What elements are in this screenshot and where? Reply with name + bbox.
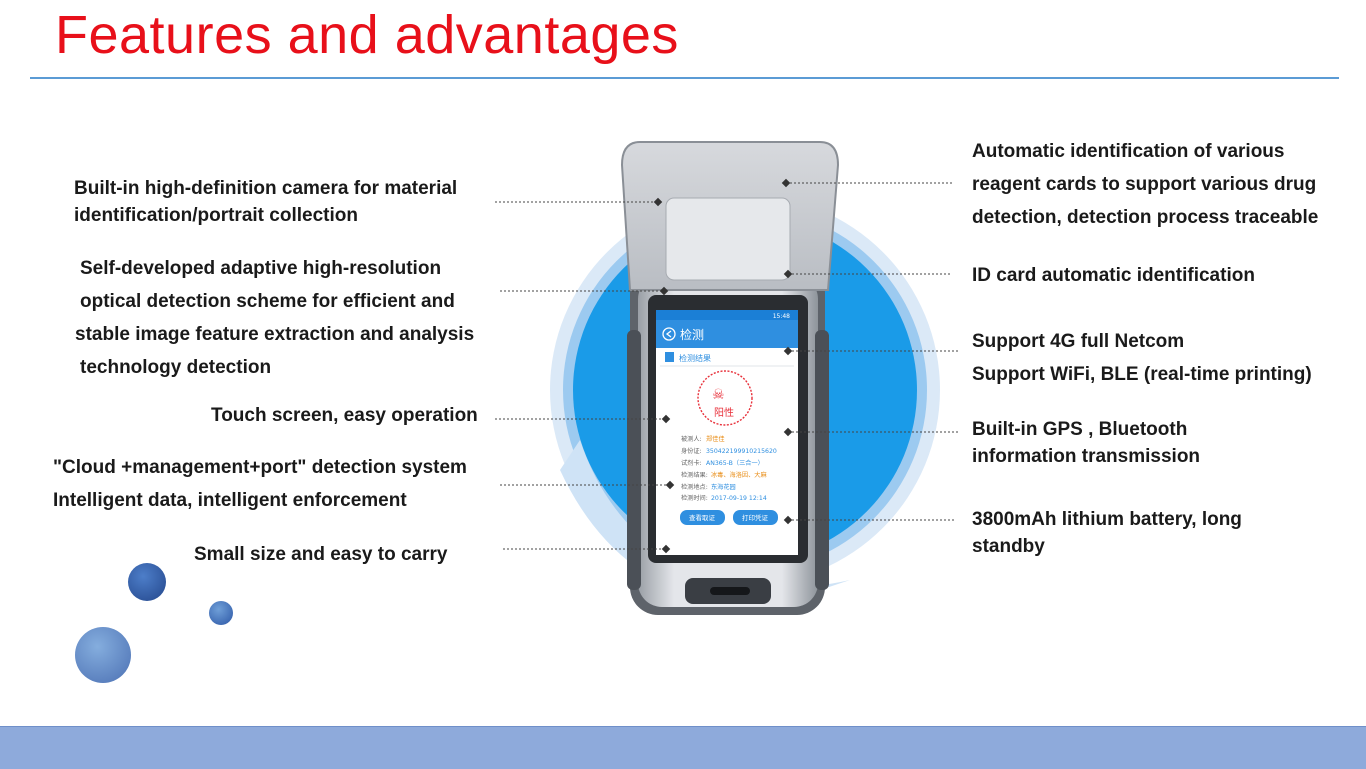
footer-band bbox=[0, 726, 1366, 769]
feature-reagent-line-3: detection, detection process traceable bbox=[972, 207, 1319, 228]
decor-ball-small bbox=[209, 601, 233, 625]
feature-touch: Touch screen, easy operation bbox=[211, 399, 478, 432]
feature-idcard: ID card automatic identification bbox=[972, 259, 1255, 292]
svg-text:检测地点:: 检测地点: bbox=[681, 483, 708, 491]
svg-text:查看取证: 查看取证 bbox=[689, 513, 716, 522]
feature-touch-line-1: Touch screen, easy operation bbox=[211, 405, 478, 426]
feature-camera-line-1: Built-in high-definition camera for mate… bbox=[74, 178, 458, 199]
feature-battery-line-1: 3800mAh lithium battery, long bbox=[972, 509, 1242, 530]
feature-optical-line-1: Self-developed adaptive high-resolution bbox=[80, 258, 442, 279]
screen-button-view bbox=[680, 510, 725, 525]
screen-fields: 被测人: 郑佳佳 身份证: 350422199910215620 试剂卡: AN365… bbox=[681, 435, 777, 502]
feature-battery: 3800mAh lithium battery, long standby bbox=[972, 506, 1242, 560]
screen-button-print bbox=[733, 510, 778, 525]
status-time: 15:48 bbox=[773, 313, 790, 320]
svg-text:试剂卡:: 试剂卡: bbox=[681, 459, 702, 467]
feature-gps-line-2: information transmission bbox=[972, 446, 1201, 467]
feature-optical: Self-developed adaptive high-resolution … bbox=[75, 252, 474, 384]
svg-text:检测时间:: 检测时间: bbox=[681, 494, 708, 502]
feature-optical-line-2: optical detection scheme for efficient a… bbox=[80, 291, 455, 312]
feature-battery-line-2: standby bbox=[972, 536, 1045, 557]
leader-lines bbox=[495, 182, 958, 550]
svg-text:检测结果:: 检测结果: bbox=[681, 471, 708, 479]
feature-gps-line-1: Built-in GPS , Bluetooth bbox=[972, 419, 1188, 440]
title-divider bbox=[30, 77, 1339, 79]
feature-optical-line-3: stable image feature extraction and anal… bbox=[75, 324, 475, 345]
section-title: 检测结果 bbox=[679, 353, 711, 363]
feature-reagent: Automatic identification of various reag… bbox=[972, 135, 1318, 234]
svg-text:2017-09-19 12:14: 2017-09-19 12:14 bbox=[711, 495, 767, 502]
feature-reagent-line-2: reagent cards to support various drug bbox=[972, 174, 1317, 195]
svg-text:被测人:: 被测人: bbox=[681, 435, 702, 443]
feature-camera-line-2: identification/portrait collection bbox=[74, 205, 358, 226]
svg-text:冰毒、海洛因、大麻: 冰毒、海洛因、大麻 bbox=[711, 471, 767, 479]
result-badge: 阳性 bbox=[714, 406, 734, 419]
feature-idcard-line-1: ID card automatic identification bbox=[972, 265, 1255, 286]
feature-portable: Small size and easy to carry bbox=[194, 538, 447, 571]
feature-network-line-2: Support WiFi, BLE (real-time printing) bbox=[972, 364, 1312, 385]
skull-icon: ☠ bbox=[712, 387, 725, 403]
device-illustration: 15:48 检测 检测结果 ☠ 阳性 被测人: 郑佳佳 身份证: 350422199… bbox=[75, 141, 958, 683]
svg-text:东海花园: 东海花园 bbox=[711, 483, 736, 491]
svg-text:打印凭证: 打印凭证 bbox=[742, 513, 769, 522]
decor-ball-large bbox=[128, 563, 166, 601]
feature-camera: Built-in high-definition camera for mate… bbox=[74, 175, 457, 229]
feature-optical-line-4: technology detection bbox=[80, 357, 272, 378]
feature-reagent-line-1: Automatic identification of various bbox=[972, 141, 1285, 162]
svg-text:AN365-B（三合一）: AN365-B（三合一） bbox=[706, 459, 764, 467]
feature-cloud-line-1: "Cloud +management+port" detection syste… bbox=[53, 457, 467, 478]
feature-cloud: "Cloud +management+port" detection syste… bbox=[53, 451, 467, 517]
result-seal bbox=[697, 370, 753, 426]
feature-network: Support 4G full Netcom Support WiFi, BLE… bbox=[972, 325, 1312, 391]
svg-text:郑佳佳: 郑佳佳 bbox=[706, 435, 725, 443]
feature-cloud-line-2: Intelligent data, intelligent enforcemen… bbox=[53, 490, 407, 511]
svg-text:身份证:: 身份证: bbox=[681, 447, 702, 455]
feature-portable-line-1: Small size and easy to carry bbox=[194, 544, 448, 565]
feature-gps: Built-in GPS , Bluetooth information tra… bbox=[972, 416, 1200, 470]
app-title: 检测 bbox=[680, 327, 704, 342]
page-title: Features and advantages bbox=[55, 5, 679, 65]
decor-ball-bottom bbox=[75, 627, 131, 683]
feature-network-line-1: Support 4G full Netcom bbox=[972, 331, 1185, 352]
svg-text:350422199910215620: 350422199910215620 bbox=[706, 448, 777, 455]
